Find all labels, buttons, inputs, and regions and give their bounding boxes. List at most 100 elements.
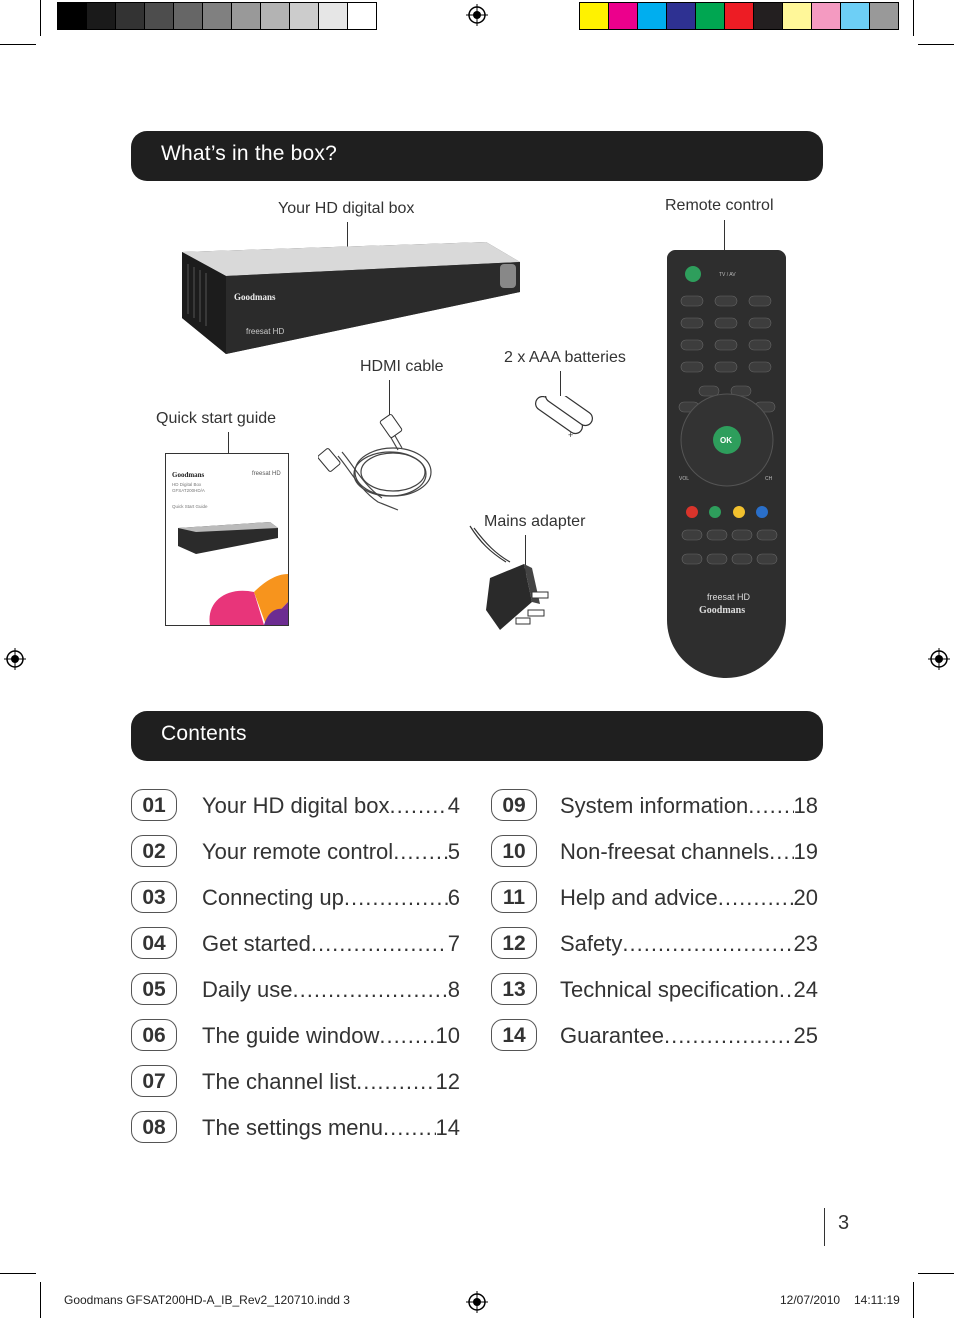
svg-text:VOL: VOL: [679, 476, 689, 482]
svg-text:CH: CH: [765, 476, 773, 482]
contents-entry[interactable]: Your HD digital box.....................…: [202, 793, 460, 819]
contents-entry[interactable]: Technical specification.................…: [560, 977, 818, 1003]
contents-number: 07: [131, 1065, 177, 1097]
remote-brand: Goodmans: [699, 605, 745, 616]
contents-entry-title: Guarantee: [560, 1023, 664, 1048]
contents-number: 12: [491, 927, 537, 959]
contents-entry-page: 20: [793, 885, 818, 910]
footer-time: 14:11:19: [854, 1293, 900, 1307]
remote-label: Remote control: [665, 197, 774, 214]
contents-entry-page: 7: [447, 931, 460, 956]
contents-entry[interactable]: Connecting up...........................…: [202, 885, 460, 911]
contents-number: 10: [491, 835, 537, 867]
color-swatch: [782, 2, 812, 30]
contents-leader: ........................................…: [622, 931, 794, 956]
contents-entry-page: 4: [447, 793, 460, 818]
color-swatch: [840, 2, 870, 30]
contents-entry[interactable]: The channel list........................…: [202, 1069, 460, 1095]
color-swatch: [608, 2, 638, 30]
contents-entry[interactable]: Get started.............................…: [202, 931, 460, 957]
color-swatch: [724, 2, 754, 30]
contents-number: 03: [131, 881, 177, 913]
crop-mark: [918, 44, 954, 45]
contents-leader: ........................................…: [393, 839, 448, 864]
hdmi-pointer: [389, 380, 390, 420]
grey-swatch: [347, 2, 377, 30]
guide-pointer: [228, 432, 229, 468]
adapter-pointer: [525, 535, 526, 573]
contents-entry[interactable]: Guarantee...............................…: [560, 1023, 818, 1049]
contents-entry-title: System information: [560, 793, 749, 818]
remote-logo: freesat HD: [707, 592, 751, 602]
contents-number: 05: [131, 973, 177, 1005]
contents-entry[interactable]: Your remote control.....................…: [202, 839, 460, 865]
contents-entry-page: 19: [793, 839, 818, 864]
batteries-label: 2 x AAA batteries: [504, 349, 626, 366]
contents-entry-page: 6: [447, 885, 460, 910]
guide-brand: Goodmans: [172, 471, 205, 479]
grey-swatch: [231, 2, 261, 30]
adapter-label: Mains adapter: [484, 513, 586, 530]
contents-entry-title: Safety: [560, 931, 623, 956]
contents-entry[interactable]: Help and advice.........................…: [560, 885, 818, 911]
contents-entry[interactable]: Non-freesat channels....................…: [560, 839, 818, 865]
contents-entry-title: Your remote control: [202, 839, 394, 864]
grey-swatch: [289, 2, 319, 30]
grey-swatch: [86, 2, 116, 30]
batteries-image: +: [535, 396, 593, 440]
contents-entry[interactable]: The settings menu.......................…: [202, 1115, 460, 1141]
batteries-pointer: [560, 371, 561, 409]
contents-entry-title: Technical specification: [560, 977, 779, 1002]
hd-box-pointer: [347, 222, 348, 252]
contents-number: 14: [491, 1019, 537, 1051]
contents-entry-title: Connecting up: [202, 885, 344, 910]
hd-digital-box-image: Goodmans freesat HD: [182, 242, 520, 354]
hd-box-label: Your HD digital box: [278, 200, 415, 217]
contents-leader: ........................................…: [292, 977, 448, 1002]
registration-mark-icon: [4, 648, 26, 670]
color-swatch: [869, 2, 899, 30]
contents-number: 06: [131, 1019, 177, 1051]
contents-entry[interactable]: Daily use...............................…: [202, 977, 460, 1003]
color-swatch: [637, 2, 667, 30]
contents-entry[interactable]: Safety..................................…: [560, 931, 818, 957]
contents-entry-title: The settings menu: [202, 1115, 383, 1140]
svg-text:OK: OK: [720, 436, 732, 445]
contents-entry[interactable]: The guide window........................…: [202, 1023, 460, 1049]
registration-mark-icon: [466, 1291, 488, 1313]
crop-mark: [0, 1273, 36, 1274]
contents-entry-page: 25: [793, 1023, 818, 1048]
contents-number: 09: [491, 789, 537, 821]
contents-leader: ........................................…: [310, 931, 448, 956]
contents-banner: Contents: [131, 711, 823, 761]
contents-entry-page: 10: [435, 1023, 460, 1048]
remote-pointer: [724, 220, 725, 272]
page-number: 3: [838, 1212, 850, 1234]
guide-label: Quick start guide: [156, 410, 277, 427]
crop-mark: [0, 44, 36, 45]
contents-entry-title: Help and advice: [560, 885, 718, 910]
grey-swatch: [202, 2, 232, 30]
hdmi-label: HDMI cable: [360, 358, 444, 375]
contents-number: 13: [491, 973, 537, 1005]
contents-leader: ........................................…: [717, 885, 794, 910]
contents-entry[interactable]: System information......................…: [560, 793, 818, 819]
contents-number: 01: [131, 789, 177, 821]
contents-leader: ........................................…: [343, 885, 448, 910]
grey-swatch: [115, 2, 145, 30]
grey-swatch: [57, 2, 87, 30]
contents-leader: ........................................…: [389, 793, 448, 818]
remote-control-image: TV / AV OK VOL CH freesat HD Goodmans: [667, 250, 786, 678]
contents-leader: ........................................…: [379, 1023, 435, 1048]
contents-title: Contents: [161, 722, 247, 745]
hd-box-logo: freesat HD: [246, 327, 284, 336]
hd-box-brand: Goodmans: [234, 292, 276, 302]
box-section-title: What’s in the box?: [161, 142, 337, 165]
contents-leader: ........................................…: [769, 839, 793, 864]
crop-mark: [913, 0, 914, 36]
guide-logo: freesat HD: [252, 471, 281, 477]
footer-file: Goodmans GFSAT200HD-A_IB_Rev2_120710.ind…: [64, 1293, 350, 1307]
page-number-rule: [824, 1208, 825, 1246]
registration-mark-icon: [466, 4, 488, 26]
footer-date: 12/07/2010: [780, 1293, 841, 1307]
